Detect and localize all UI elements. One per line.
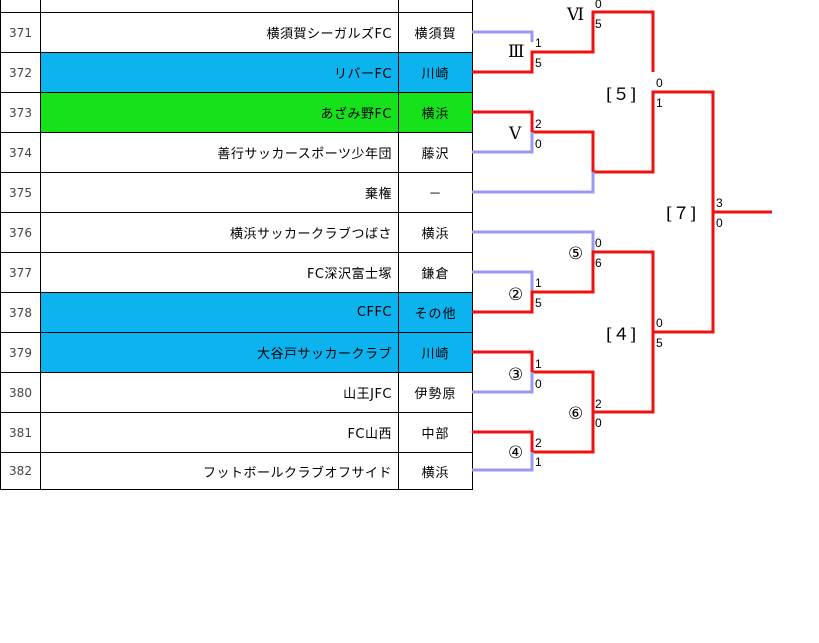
bracket-line: [472, 372, 534, 394]
score: 5: [535, 56, 542, 70]
bracket-line: [472, 270, 534, 292]
score: 0: [656, 76, 663, 90]
match-label: ②: [508, 285, 523, 305]
table-row: 378 CFFC その他: [1, 292, 473, 332]
row-number: 373: [1, 93, 41, 132]
match-label: [７]: [666, 204, 696, 224]
score: 6: [595, 256, 602, 270]
score: 1: [535, 36, 542, 50]
bracket-line: [472, 452, 534, 472]
table-row: 372 リバーFC 川崎: [1, 52, 473, 92]
score: 0: [595, 0, 602, 11]
match-label: ④: [508, 443, 523, 463]
bracket-line: [472, 90, 772, 214]
team-name: FC深沢富士塚: [41, 253, 399, 292]
row-number: 380: [1, 373, 41, 412]
bracket-line: [472, 132, 534, 154]
team-name: FC山西: [41, 413, 399, 452]
score: 1: [535, 357, 542, 371]
row-number: 372: [1, 53, 41, 92]
score: 2: [535, 436, 542, 450]
score: 5: [535, 296, 542, 310]
score: 3: [716, 196, 723, 210]
score: 0: [535, 137, 542, 151]
score: 2: [535, 117, 542, 131]
table-row: 377 FC深沢富士塚 鎌倉: [1, 252, 473, 292]
team-area: [399, 0, 473, 12]
bracket-table: 371 横須賀シーガルズFC 横須賀 372 リバーFC 川崎 373 あざみ野…: [0, 0, 473, 490]
bracket-line: [472, 172, 595, 194]
table-row: [1, 0, 473, 12]
bracket-line: [472, 332, 655, 414]
table-row: 374 善行サッカースポーツ少年団 藤沢: [1, 132, 473, 172]
row-number: 382: [1, 453, 41, 489]
table-row: 373 あざみ野FC 横浜: [1, 92, 473, 132]
match-label: [４]: [606, 325, 636, 345]
score: 0: [595, 416, 602, 430]
score: 1: [535, 455, 542, 469]
score: 1: [535, 276, 542, 290]
bracket-line: [472, 10, 655, 74]
score: 5: [656, 336, 663, 350]
bracket-line: [472, 30, 534, 42]
team-name: 山王JFC: [41, 373, 399, 412]
team-name: あざみ野FC: [41, 93, 399, 132]
team-name: 棄権: [41, 173, 399, 212]
match-label: ③: [508, 365, 523, 385]
table-row: 382 フットボールクラブオフサイド 横浜: [1, 452, 473, 489]
team-name: CFFC: [41, 293, 399, 332]
score: 0: [716, 216, 723, 230]
match-label: [５]: [606, 85, 636, 105]
team-name: 横浜サッカークラブつばさ: [41, 213, 399, 252]
table-row: 371 横須賀シーガルズFC 横須賀: [1, 12, 473, 52]
score: 1: [656, 96, 663, 110]
match-label: Ⅵ: [566, 5, 584, 25]
row-number: 376: [1, 213, 41, 252]
team-name: 善行サッカースポーツ少年団: [41, 133, 399, 172]
table-row: 381 FC山西 中部: [1, 412, 473, 452]
match-label: Ⅴ: [508, 124, 522, 144]
score: 0: [656, 316, 663, 330]
team-area: その他: [399, 293, 473, 332]
row-number: 381: [1, 413, 41, 452]
row-number: 377: [1, 253, 41, 292]
bracket-line: [472, 230, 595, 252]
team-name: 大谷戸サッカークラブ: [41, 333, 399, 372]
table-row: 380 山王JFC 伊勢原: [1, 372, 473, 412]
team-name: リバーFC: [41, 53, 399, 92]
team-name: [41, 0, 399, 12]
row-number: [1, 0, 41, 12]
score: 0: [535, 377, 542, 391]
team-name: 横須賀シーガルズFC: [41, 13, 399, 52]
match-label: Ⅲ: [508, 42, 524, 62]
row-number: 379: [1, 333, 41, 372]
match-label: ⑥: [568, 404, 583, 424]
match-label: ⑤: [568, 244, 583, 264]
team-name: フットボールクラブオフサイド: [41, 453, 399, 489]
team-area: 横浜: [399, 93, 473, 132]
row-number: 371: [1, 13, 41, 52]
bracket-line: [472, 212, 715, 334]
row-number: 374: [1, 133, 41, 172]
table-row: 379 大谷戸サッカークラブ 川崎: [1, 332, 473, 372]
row-number: 375: [1, 173, 41, 212]
score: 5: [595, 17, 602, 31]
score: 2: [595, 397, 602, 411]
row-number: 378: [1, 293, 41, 332]
score: 0: [595, 236, 602, 250]
table-row: 376 横浜サッカークラブつばさ 横浜: [1, 212, 473, 252]
